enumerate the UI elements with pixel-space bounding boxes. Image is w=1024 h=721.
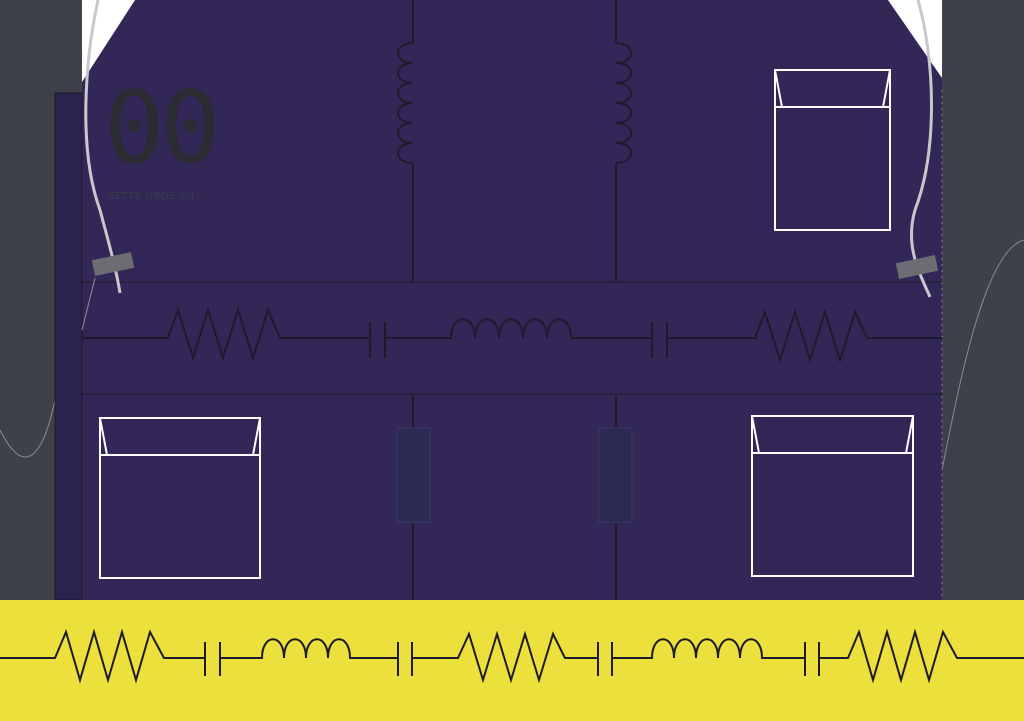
footer-inductor-icon-1: [220, 638, 398, 659]
top-left-inductor: [397, 0, 414, 282]
footer-resistor-icon-1: [0, 628, 205, 684]
card-bottom-right: [751, 415, 914, 577]
background-wave-left: [0, 399, 56, 458]
cable-left: [81, 0, 135, 331]
footer-resistor-icon-3: [819, 628, 1024, 684]
footer-series-circuit: [0, 628, 1024, 684]
footer-strip: [0, 600, 1024, 721]
clip-left: [91, 252, 135, 276]
resistor-icon-right: [667, 308, 942, 364]
clip-right: [895, 255, 939, 279]
footer-resistor-icon-2: [412, 630, 598, 684]
main-panel: [82, 0, 942, 600]
bottom-left-socket-wire: [396, 394, 431, 600]
footer-inductor-icon-2: [612, 638, 805, 659]
resistor-icon: [82, 306, 370, 362]
cable-right: [895, 0, 939, 298]
left-rail: [54, 92, 83, 601]
card-bottom-left: [99, 417, 261, 579]
background-wave-right: [941, 239, 1024, 471]
top-right-inductor: [615, 0, 632, 282]
big-number-display: 00: [104, 69, 220, 186]
bottom-right-socket-wire: [598, 394, 633, 600]
inductor-icon: [385, 318, 652, 339]
middle-series-circuit: [82, 306, 942, 364]
small-caption: SETTE ORDE 5U: [108, 191, 195, 202]
card-top-right: [774, 69, 891, 231]
